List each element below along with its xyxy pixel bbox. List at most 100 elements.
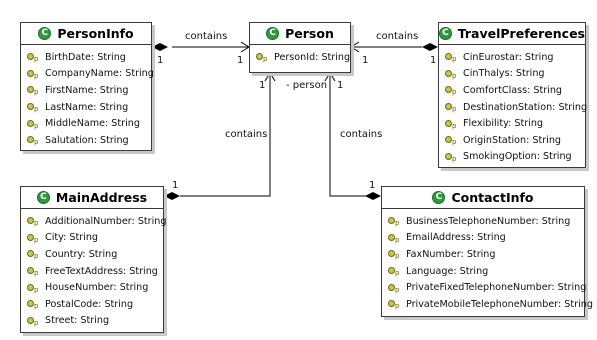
attribute-row: p HouseNumber: String — [27, 279, 163, 296]
attribute-text: EmailAddress: String — [406, 232, 506, 244]
attribute-row: p LastName: String — [27, 99, 151, 116]
connector-mainaddress-person — [180, 74, 271, 197]
attribute-row: p AdditionalNumber: String — [27, 213, 167, 230]
attribute-icon: p — [27, 316, 41, 326]
connector-label-mainaddress: contains — [225, 129, 268, 140]
attribute-text: CinThalys: String — [463, 68, 545, 80]
attribute-text: ComfortClass: String — [463, 84, 563, 96]
composition-diamond-mainaddress — [164, 192, 180, 200]
attribute-icon: p — [388, 283, 402, 293]
attribute-text: FaxNumber: String — [406, 248, 496, 260]
multiplicity-personinfo-source: 1 — [157, 55, 164, 66]
connector-label-personinfo: contains — [185, 31, 228, 42]
class-header: C ContactInfo — [382, 187, 584, 209]
attribute-row: p CinThalys: String — [445, 66, 585, 83]
arrow-contactinfo-person — [324, 72, 336, 82]
multiplicity-mainaddress-source: 1 — [172, 180, 179, 191]
attribute-row: p FaxNumber: String — [388, 246, 584, 263]
class-name: MainAddress — [55, 190, 148, 205]
attribute-icon: p — [388, 233, 402, 243]
attribute-icon: p — [445, 152, 459, 162]
attribute-text: AdditionalNumber: String — [45, 215, 167, 227]
attribute-row: p PostalCode: String — [27, 296, 163, 313]
attribute-icon: p — [27, 119, 41, 129]
attribute-row: p Language: String — [388, 263, 584, 280]
attribute-text: HouseNumber: String — [45, 282, 149, 294]
class-icon: C — [439, 27, 452, 40]
attribute-row: p EmailAddress: String — [388, 230, 584, 247]
multiplicity-travel-target: 1 — [362, 55, 369, 66]
connector-contactinfo-person — [329, 74, 370, 197]
attribute-text: LastName: String — [45, 101, 129, 113]
class-icon: C — [38, 27, 52, 40]
attribute-icon: p — [27, 283, 41, 293]
attribute-icon: p — [445, 52, 459, 63]
attribute-row: p Flexibility: String — [445, 115, 585, 132]
attribute-text: Salutation: String — [45, 134, 129, 146]
composition-diamond-personinfo — [152, 43, 168, 51]
attribute-text: FirstName: String — [45, 84, 129, 96]
attribute-text: Flexibility: String — [463, 118, 544, 130]
attribute-text: SmokingOption: String — [463, 151, 572, 163]
multiplicity-mainaddress-target: 1 — [259, 80, 266, 91]
attribute-text: BusinessTelephoneNumber: String — [406, 215, 571, 227]
attribute-icon: p — [27, 216, 41, 227]
attribute-row: p ComfortClass: String — [445, 82, 585, 99]
class-header: C Person — [250, 23, 350, 45]
attribute-text: PostalCode: String — [45, 298, 134, 310]
class-box-travelpreferences[interactable]: C TravelPreferences p CinEurostar: String… — [438, 22, 587, 168]
class-name: ContactInfo — [451, 190, 534, 205]
attribute-icon: p — [445, 69, 459, 79]
attribute-icon: p — [27, 266, 41, 277]
attribute-icon: p — [388, 249, 402, 260]
class-icon: C — [432, 191, 446, 204]
attribute-row: p PrivateFixedTelephoneNumber: String — [388, 279, 587, 296]
connector-label-contactinfo: contains — [340, 129, 383, 140]
arrow-travel-person — [350, 41, 360, 53]
class-header: C TravelPreferences — [439, 23, 585, 45]
attribute-icon: p — [27, 299, 41, 310]
attribute-icon: p — [27, 52, 41, 63]
class-name: Person — [285, 26, 334, 41]
attribute-text: CompanyName: String — [45, 68, 154, 80]
composition-diamond-contactinfo — [365, 192, 381, 200]
attribute-text: PersonId: String — [274, 51, 351, 63]
attribute-text: PrivateMobileTelephoneNumber: String — [406, 298, 593, 310]
attribute-text: PrivateFixedTelephoneNumber: String — [406, 282, 587, 294]
role-label-person: - person — [286, 80, 328, 91]
attribute-icon: p — [388, 266, 402, 277]
attribute-icon: p — [27, 249, 41, 260]
attribute-text: Language: String — [406, 265, 489, 277]
attribute-icon: p — [445, 119, 459, 129]
attribute-row: p SmokingOption: String — [445, 149, 585, 166]
attribute-icon: p — [388, 299, 402, 310]
attribute-text: CinEurostar: String — [463, 51, 554, 63]
attribute-text: OriginStation: String — [463, 134, 562, 146]
attribute-icon: p — [445, 85, 459, 96]
attribute-icon: p — [27, 102, 41, 113]
class-name: TravelPreferences — [457, 26, 585, 41]
multiplicity-contactinfo-target: 1 — [337, 80, 344, 91]
class-header: C MainAddress — [21, 187, 163, 209]
class-icon: C — [36, 191, 50, 204]
multiplicity-contactinfo-source: 1 — [369, 180, 376, 191]
